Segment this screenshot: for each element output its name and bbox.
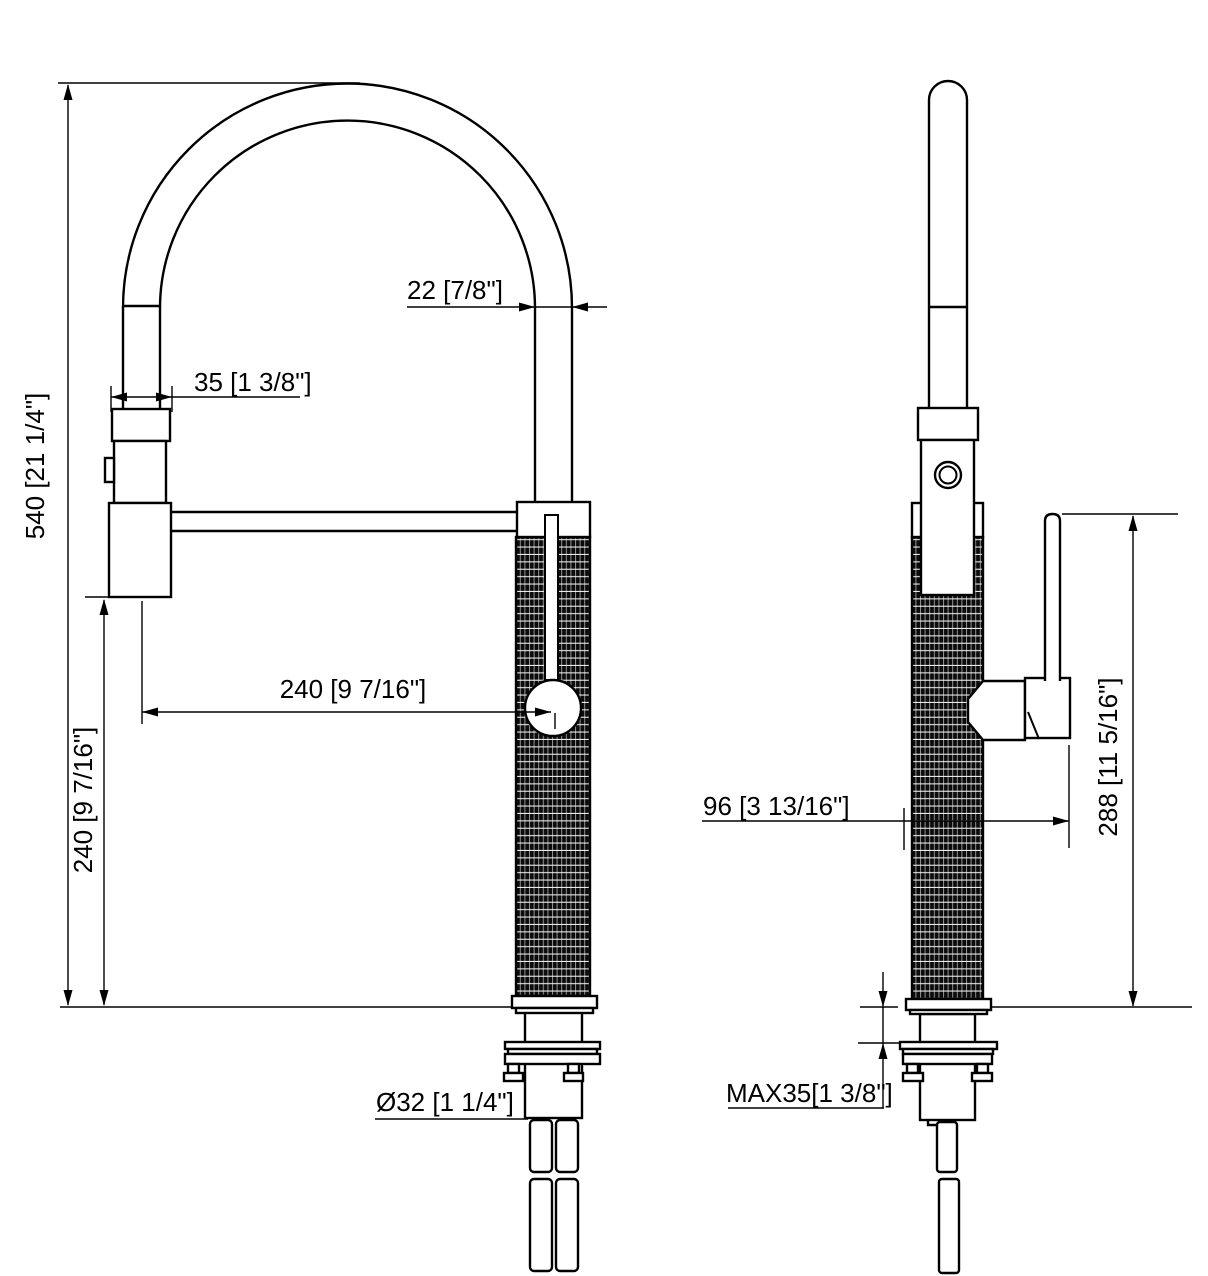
- spout-reach-label: 240 [9 7/16"]: [280, 674, 427, 704]
- base-front: [502, 994, 602, 1273]
- base-side: [898, 997, 999, 1275]
- supply-hose: [554, 1177, 580, 1273]
- knurl-column-side: [910, 535, 985, 1001]
- dimension-max-deck-thickness: MAX35[1 3/8"]: [726, 972, 900, 1109]
- dimension-handle-projection: 96 [3 13/16"]: [702, 745, 1070, 850]
- handspray-clip: [103, 456, 116, 484]
- dimension-hole-diameter: Ø32 [1 1/4"]: [375, 1087, 528, 1120]
- spout-arc: [121, 82, 574, 503]
- support-arm: [171, 510, 518, 533]
- supply-hose: [554, 1118, 580, 1174]
- body-height-label: 288 [11 5/16"]: [1093, 677, 1123, 836]
- handle-lever: [1043, 512, 1062, 681]
- mounting-bracket-front: [503, 1052, 602, 1066]
- handspray-diameter-label: 35 [1 3/8"]: [194, 367, 312, 397]
- dock-slot: [544, 514, 559, 681]
- mounting-bracket-side: [901, 1052, 994, 1066]
- handspray-head: [107, 501, 173, 599]
- hole-diameter-label: Ø32 [1 1/4"]: [376, 1087, 514, 1117]
- supply-hose: [528, 1177, 554, 1273]
- mounting-nut: [901, 1071, 925, 1083]
- mounting-nut: [970, 1071, 994, 1083]
- max-deck-thickness-label: MAX35[1 3/8"]: [726, 1078, 893, 1108]
- supply-hose: [935, 1120, 959, 1174]
- tube-width-label: 22 [7/8"]: [407, 275, 503, 305]
- set-screw: [933, 460, 963, 490]
- spout-tube-side: [927, 79, 969, 408]
- dimension-handspray-diameter: 35 [1 3/8"]: [110, 367, 312, 412]
- side-view: [898, 79, 1072, 1275]
- handspray-side: [916, 406, 980, 597]
- overall-height-label: 540 [21 1/4"]: [20, 393, 50, 540]
- dimensions: 540 [21 1/4"] 240 [9 7/16"] 35 [1 3/8"] …: [20, 82, 1192, 1120]
- dimension-outlet-height: 240 [9 7/16"]: [68, 596, 133, 1006]
- flange-side: [904, 997, 993, 1012]
- threaded-shank-side: [918, 1012, 977, 1122]
- dimension-body-height: 288 [11 5/16"]: [1062, 513, 1178, 1007]
- dock-button: [523, 678, 583, 738]
- mounting-nut: [502, 1071, 525, 1083]
- handle: [966, 512, 1072, 742]
- outlet-height-label: 240 [9 7/16"]: [68, 727, 98, 874]
- flange-front: [510, 994, 599, 1010]
- dimension-tube-width: 22 [7/8"]: [407, 275, 607, 312]
- dimension-overall-height: 540 [21 1/4"]: [20, 82, 360, 1006]
- handle-base: [1023, 676, 1072, 740]
- dimension-spout-reach: 240 [9 7/16"]: [141, 601, 556, 729]
- front-view: [103, 82, 602, 1273]
- handle-projection-label: 96 [3 13/16"]: [703, 791, 850, 821]
- supply-hose: [528, 1118, 554, 1174]
- main-column-front: [514, 500, 592, 998]
- handle-hub: [966, 679, 1027, 742]
- handspray-front: [103, 407, 173, 599]
- mounting-nut: [562, 1071, 585, 1083]
- supply-hose: [937, 1177, 961, 1275]
